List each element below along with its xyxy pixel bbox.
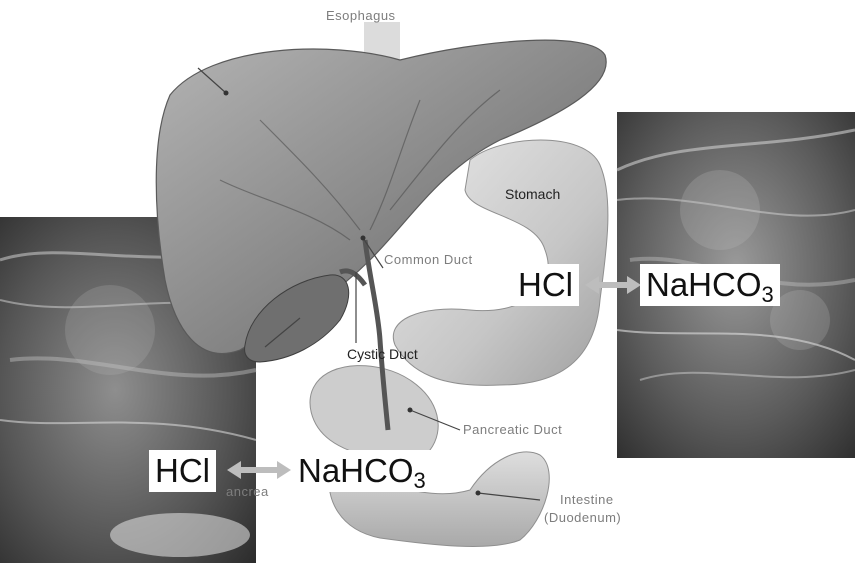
right-hcl-box: HCl	[512, 264, 579, 306]
stomach-label: Stomach	[505, 186, 560, 202]
common-duct-leader-dot	[361, 236, 366, 241]
right-nahco3-subscript: 3	[762, 282, 774, 307]
common-duct-label: Common Duct	[384, 252, 473, 267]
esophagus-label: Esophagus	[326, 8, 396, 23]
cystic-duct-label: Cystic Duct	[347, 346, 418, 362]
left-nahco3-text: NaHCO	[298, 452, 414, 489]
duodenum-label: (Duodenum)	[544, 510, 621, 525]
intestine-leader-dot	[476, 491, 481, 496]
right-hcl-text: HCl	[518, 266, 573, 303]
liver-leader-dot	[224, 91, 229, 96]
intestine-label: Intestine	[560, 492, 614, 507]
left-nahco3-box: NaHCO3	[292, 450, 432, 492]
left-hcl-text: HCl	[155, 452, 210, 489]
left-nahco3-subscript: 3	[414, 468, 426, 493]
pancreas-shape	[310, 366, 438, 460]
pancreatic-duct-label: Pancreatic Duct	[463, 422, 562, 437]
pancreas-label: ancrea	[226, 484, 269, 499]
right-nahco3-box: NaHCO3	[640, 264, 780, 306]
pancreatic-duct-leader-dot	[408, 408, 413, 413]
right-nahco3-text: NaHCO	[646, 266, 762, 303]
left-hcl-box: HCl	[149, 450, 216, 492]
